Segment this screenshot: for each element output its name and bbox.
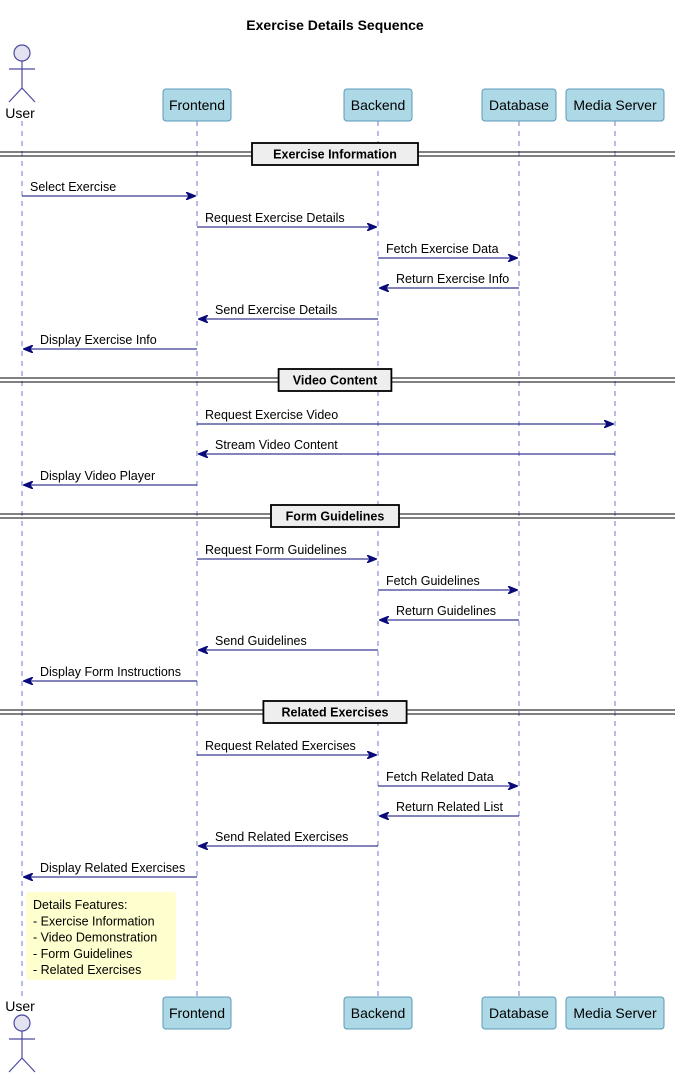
- participant-box: [162, 88, 232, 122]
- divider-label: Exercise Information: [273, 148, 397, 162]
- message-display-form-instructions: Display Form Instructions: [23, 665, 197, 681]
- message-label: Request Related Exercises: [205, 739, 356, 753]
- participant-backend-bottom: Backend: [343, 996, 413, 1030]
- participant-database-top: Database: [481, 88, 557, 122]
- message-send-guidelines: Send Guidelines: [198, 634, 378, 650]
- note-line: - Form Guidelines: [33, 947, 132, 961]
- message-fetch-related-data: Fetch Related Data: [378, 770, 518, 786]
- actor-icon: [8, 1014, 36, 1073]
- participant-box: [565, 996, 665, 1030]
- message-display-exercise-info: Display Exercise Info: [23, 333, 197, 349]
- message-label: Fetch Exercise Data: [386, 242, 499, 256]
- divider-label: Video Content: [293, 374, 378, 388]
- divider-label: Form Guidelines: [286, 510, 385, 524]
- participant-box: [343, 88, 413, 122]
- participant-box: [343, 996, 413, 1030]
- participant-user-bottom: User: [5, 998, 36, 1073]
- message-label: Return Related List: [396, 800, 504, 814]
- message-label: Display Exercise Info: [40, 333, 157, 347]
- message-return-related-list: Return Related List: [379, 800, 519, 816]
- lifelines: [21, 121, 616, 997]
- participant-box: [481, 996, 557, 1030]
- message-send-related-exercises: Send Related Exercises: [198, 830, 378, 846]
- message-select-exercise: Select Exercise: [22, 180, 196, 196]
- participant-box: [565, 88, 665, 122]
- message-fetch-guidelines: Fetch Guidelines: [378, 574, 518, 590]
- message-label: Fetch Related Data: [386, 770, 494, 784]
- message-display-video-player: Display Video Player: [23, 469, 197, 485]
- participant-media-bottom: Media Server: [565, 996, 665, 1030]
- actor-icon: [8, 44, 36, 103]
- note-line: Details Features:: [33, 898, 127, 912]
- message-request-exercise-details: Request Exercise Details: [197, 211, 377, 227]
- message-display-related-exercises: Display Related Exercises: [23, 861, 197, 877]
- message-label: Display Video Player: [40, 469, 155, 483]
- participant-label: User: [5, 998, 35, 1014]
- message-label: Stream Video Content: [215, 438, 338, 452]
- participant-label: Database: [489, 1005, 549, 1021]
- participant-label: Backend: [351, 97, 405, 113]
- participant-box: [481, 88, 557, 122]
- message-label: Send Related Exercises: [215, 830, 348, 844]
- diagram-title: Exercise Details Sequence: [246, 17, 424, 33]
- participants-bottom: User Frontend Backend Database Media Server: [5, 996, 665, 1073]
- message-label: Display Related Exercises: [40, 861, 185, 875]
- message-request-related-exercises: Request Related Exercises: [197, 739, 377, 755]
- participant-media-top: Media Server: [565, 88, 665, 122]
- divider-exercise-information: Exercise Information: [0, 142, 675, 166]
- message-label: Fetch Guidelines: [386, 574, 480, 588]
- participant-label: Frontend: [169, 1005, 225, 1021]
- message-label: Select Exercise: [30, 180, 116, 194]
- message-label: Return Exercise Info: [396, 272, 509, 286]
- message-request-form-guidelines: Request Form Guidelines: [197, 543, 377, 559]
- message-stream-video-content: Stream Video Content: [198, 438, 615, 454]
- message-label: Send Guidelines: [215, 634, 307, 648]
- message-label: Request Exercise Video: [205, 408, 338, 422]
- note: Details Features: - Exercise Information -…: [26, 892, 176, 980]
- participant-label: Backend: [351, 1005, 405, 1021]
- participant-backend-top: Backend: [343, 88, 413, 122]
- divider-label: Related Exercises: [281, 706, 388, 720]
- message-label: Request Form Guidelines: [205, 543, 347, 557]
- participant-label: Media Server: [573, 97, 657, 113]
- participant-frontend-top: Frontend: [162, 88, 232, 122]
- divider-video-content: Video Content: [0, 368, 675, 392]
- message-fetch-exercise-data: Fetch Exercise Data: [378, 242, 518, 258]
- message-return-exercise-info: Return Exercise Info: [379, 272, 519, 288]
- participant-user-top: User: [5, 44, 36, 121]
- participant-label: Frontend: [169, 97, 225, 113]
- note-line: - Video Demonstration: [33, 931, 157, 945]
- participant-box: [162, 996, 232, 1030]
- message-label: Return Guidelines: [396, 604, 496, 618]
- participant-label: Media Server: [573, 1005, 657, 1021]
- message-label: Send Exercise Details: [215, 303, 337, 317]
- details-note: Details Features: - Exercise Information -…: [26, 892, 176, 980]
- participants-top: User Frontend Backend Database Media Server: [5, 44, 665, 122]
- message-request-exercise-video: Request Exercise Video: [197, 408, 614, 424]
- note-line: - Exercise Information: [33, 914, 155, 928]
- message-label: Request Exercise Details: [205, 211, 345, 225]
- divider-form-guidelines: Form Guidelines: [0, 504, 675, 528]
- message-label: Display Form Instructions: [40, 665, 181, 679]
- participant-label: User: [5, 105, 35, 121]
- participant-label: Database: [489, 97, 549, 113]
- divider-related-exercises: Related Exercises: [0, 700, 675, 724]
- message-send-exercise-details: Send Exercise Details: [198, 303, 378, 319]
- participant-database-bottom: Database: [481, 996, 557, 1030]
- participant-frontend-bottom: Frontend: [162, 996, 232, 1030]
- note-line: - Related Exercises: [33, 963, 141, 977]
- message-return-guidelines: Return Guidelines: [379, 604, 519, 620]
